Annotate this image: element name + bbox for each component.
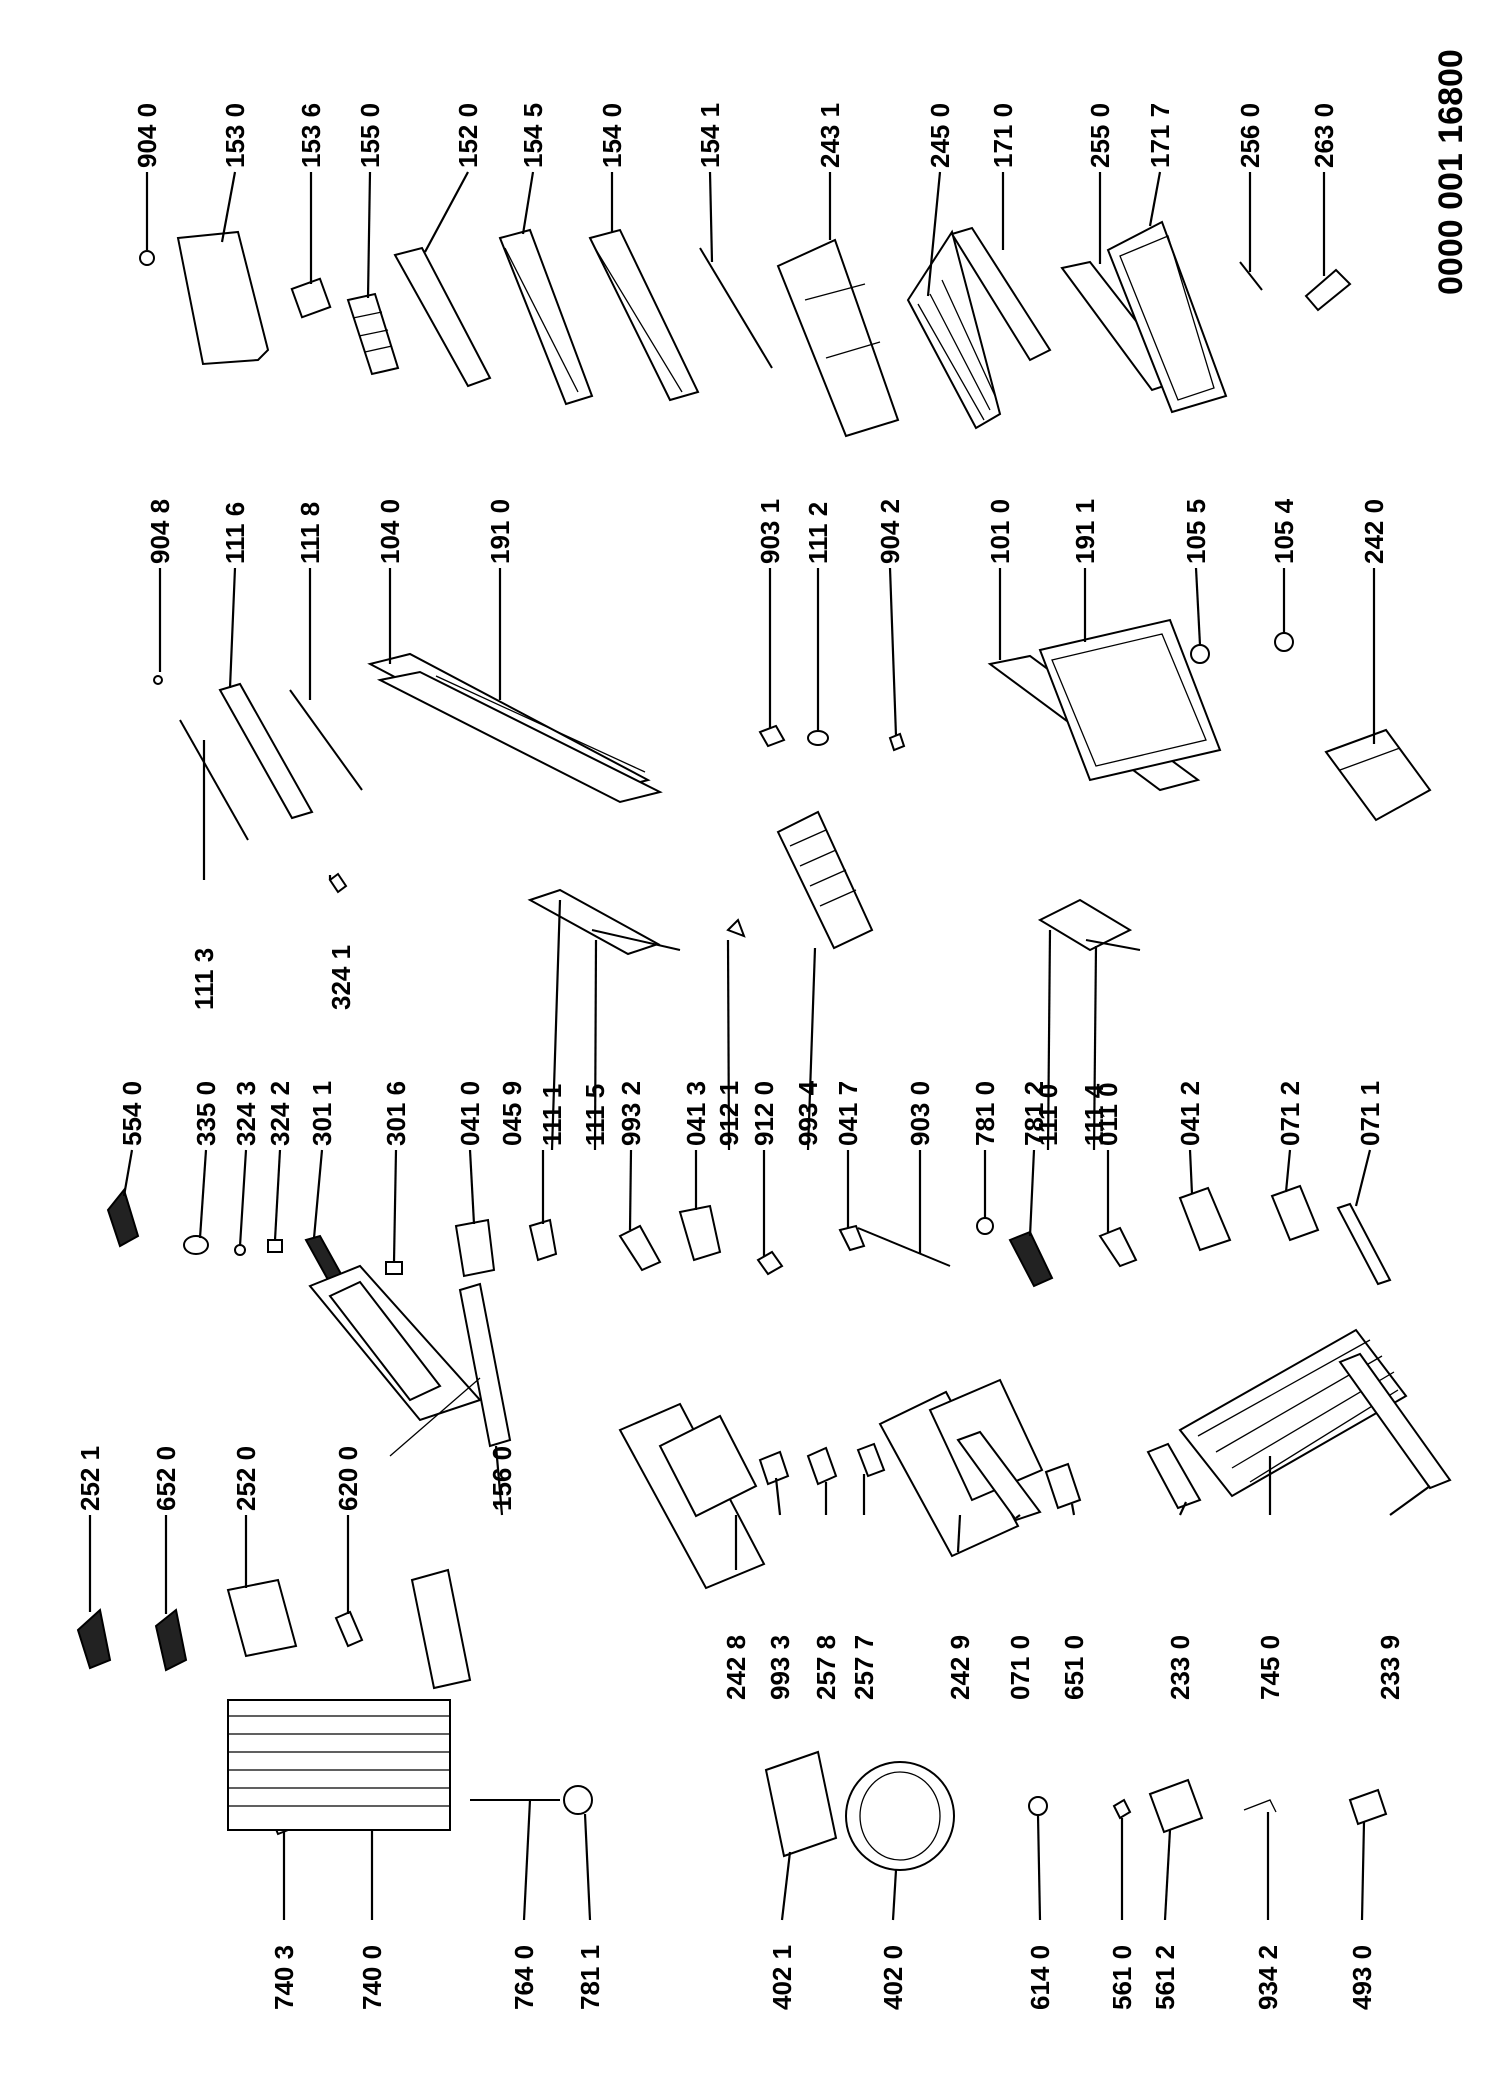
callout-label: 242 9 [945, 1635, 975, 1700]
callout-label: 301 6 [381, 1081, 411, 1146]
callout-label: 111 0 [1033, 1084, 1063, 1146]
callout-label: 104 0 [375, 499, 405, 564]
callout-label: 011 0 [1093, 1082, 1123, 1146]
callout-label: 111 2 [803, 502, 833, 564]
callout-label: 764 0 [509, 1945, 539, 2010]
callout-label: 153 6 [296, 103, 326, 168]
callout-label: 255 0 [1085, 103, 1115, 168]
callout-label: 993 4 [793, 1080, 823, 1146]
callout-label: 614 0 [1025, 1945, 1055, 2010]
callout-label: 252 0 [231, 1446, 261, 1511]
callout-label: 105 5 [1181, 499, 1211, 564]
callout-label: 651 0 [1059, 1635, 1089, 1700]
callout-label: 993 2 [616, 1081, 646, 1146]
callout-label: 154 5 [518, 103, 548, 168]
callout-label: 242 8 [721, 1635, 751, 1700]
callout-label: 111 6 [220, 502, 250, 564]
callout-label: 245 0 [925, 103, 955, 168]
callout-label: 301 1 [307, 1081, 337, 1146]
callout-label: 101 0 [985, 499, 1015, 564]
callout-label: 154 0 [597, 103, 627, 168]
callout-label: 652 0 [151, 1446, 181, 1511]
callout-label: 041 7 [833, 1081, 863, 1146]
callout-labels: 904 0 153 0 153 6 155 0 152 0 154 5 154 … [75, 103, 1405, 2010]
callout-label: 243 1 [815, 103, 845, 168]
callout-label: 324 1 [326, 945, 356, 1010]
document-id: 0000 001 16800 [1432, 49, 1470, 295]
callout-label: 263 0 [1309, 103, 1339, 168]
callout-label: 041 3 [681, 1081, 711, 1146]
callout-label: 256 0 [1235, 103, 1265, 168]
callout-label: 620 0 [333, 1446, 363, 1511]
callout-label: 071 0 [1005, 1635, 1035, 1700]
callout-label: 912 1 [714, 1081, 744, 1146]
callout-label: 904 8 [145, 499, 175, 564]
callout-label: 155 0 [355, 103, 385, 168]
callout-label: 493 0 [1347, 1945, 1377, 2010]
callout-label: 934 2 [1253, 1945, 1283, 2010]
callout-label: 554 0 [117, 1081, 147, 1146]
callout-label: 903 0 [905, 1081, 935, 1146]
callout-label: 111 4 [1079, 1083, 1109, 1146]
callout-label: 252 1 [75, 1446, 105, 1511]
callout-label: 740 0 [357, 1945, 387, 2010]
callout-label: 071 1 [1355, 1081, 1385, 1146]
callout-label: 781 2 [1019, 1081, 1049, 1146]
callout-label: 324 3 [231, 1081, 261, 1146]
callout-label: 041 2 [1175, 1081, 1205, 1146]
callout-label: 071 2 [1275, 1081, 1305, 1146]
callout-label: 242 0 [1359, 499, 1389, 564]
callout-label: 402 0 [878, 1945, 908, 2010]
callout-label: 993 3 [765, 1635, 795, 1700]
callout-label: 324 2 [265, 1081, 295, 1146]
callout-label: 156 0 [487, 1446, 517, 1511]
callout-label: 041 0 [455, 1081, 485, 1146]
callout-label: 152 0 [453, 103, 483, 168]
parts-artwork [76, 220, 1452, 1871]
callout-label: 781 1 [575, 1945, 605, 2010]
callout-label: 561 2 [1150, 1945, 1180, 2010]
callout-label: 904 0 [132, 103, 162, 168]
callout-label: 191 1 [1070, 499, 1100, 564]
callout-label: 257 8 [811, 1635, 841, 1700]
callout-label: 153 0 [220, 103, 250, 168]
callout-label: 111 3 [189, 948, 219, 1010]
callout-label: 257 7 [849, 1635, 879, 1700]
callout-label: 154 1 [695, 103, 725, 168]
callout-label: 111 1 [537, 1084, 567, 1146]
callout-label: 045 9 [497, 1081, 527, 1146]
callout-label: 561 0 [1107, 1945, 1137, 2010]
callout-label: 233 0 [1165, 1635, 1195, 1700]
callout-label: 105 4 [1269, 498, 1299, 564]
callout-label: 335 0 [191, 1081, 221, 1146]
callout-label: 111 5 [580, 1084, 610, 1146]
leader-lines [88, 171, 1431, 1921]
callout-label: 171 0 [988, 103, 1018, 168]
callout-label: 402 1 [767, 1945, 797, 2010]
callout-label: 903 1 [755, 499, 785, 564]
callout-label: 745 0 [1255, 1635, 1285, 1700]
callout-label: 171 7 [1145, 103, 1175, 168]
callout-label: 233 9 [1375, 1635, 1405, 1700]
callout-label: 781 0 [970, 1081, 1000, 1146]
callout-label: 740 3 [269, 1945, 299, 2010]
callout-label: 111 8 [295, 502, 325, 564]
callout-label: 191 0 [485, 499, 515, 564]
callout-label: 912 0 [749, 1081, 779, 1146]
callout-label: 904 2 [875, 499, 905, 564]
